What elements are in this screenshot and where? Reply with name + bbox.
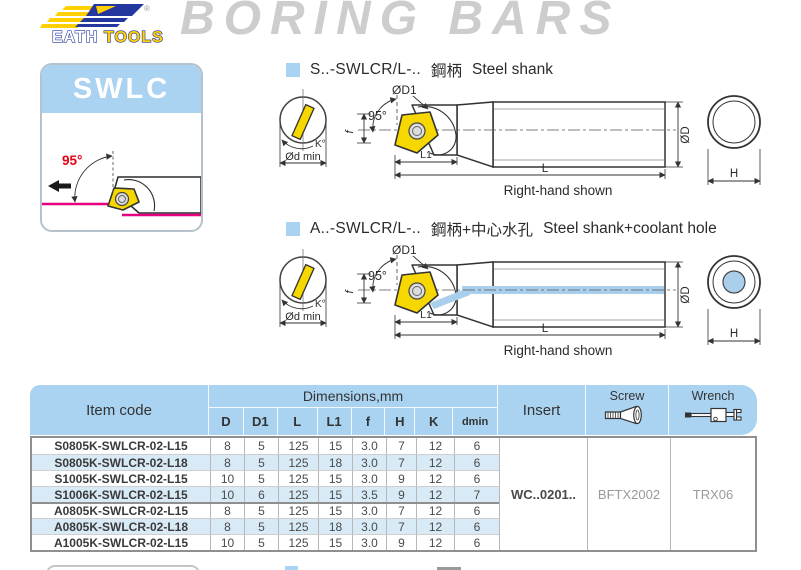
section-desc-en: Steel shank bbox=[472, 61, 554, 78]
col-screw: Screw bbox=[585, 385, 668, 435]
drawing-caption: Right-hand shown bbox=[504, 343, 613, 358]
label-l1: L1 bbox=[420, 309, 432, 321]
label-l: L bbox=[542, 323, 549, 335]
label-d: ØD bbox=[680, 286, 692, 303]
table-row: A0805K-SWLCR-02-L15 8 5 125 15 3.0 7 12 … bbox=[32, 502, 755, 518]
col-k: K bbox=[414, 408, 452, 435]
label-h: H bbox=[730, 328, 738, 340]
col-h: H bbox=[384, 408, 414, 435]
logo-text-tools: TOOLS bbox=[104, 29, 164, 46]
side-view-steel-shank: K° Ød min ØD1 95° f L1 L ØD bbox=[279, 83, 761, 198]
screw-value: BFTX2002 bbox=[587, 438, 670, 550]
swlc-card-title: SWLC bbox=[42, 65, 201, 113]
section-desc-en: Steel shank+coolant hole bbox=[543, 220, 717, 237]
page-title: BORING BARS bbox=[180, 0, 621, 45]
label-angle: 95° bbox=[368, 109, 387, 123]
next-section-bullet bbox=[285, 566, 298, 570]
lead-angle-diagram: 95° bbox=[42, 151, 201, 217]
label-d1: ØD1 bbox=[392, 243, 417, 257]
screw-icon bbox=[604, 405, 642, 425]
swlc-card: SWLC 95° bbox=[40, 63, 203, 232]
col-dimensions: Dimensions,mm D D1 L L1 f H K dmin bbox=[208, 385, 497, 435]
eath-tools-logo: ® EATH TOOLS bbox=[40, 4, 164, 46]
section-coolant: A..-SWLCR/L-.. 鋼柄+中心水孔 Steel shank+coola… bbox=[286, 218, 717, 240]
coolant-hole bbox=[722, 270, 746, 294]
table-row: S0805K-SWLCR-02-L15 8 5 125 15 3.0 7 12 … bbox=[32, 438, 755, 454]
label-d1: ØD1 bbox=[392, 83, 417, 97]
label-h: H bbox=[730, 168, 738, 180]
col-d1: D1 bbox=[242, 408, 277, 435]
insert-value: WC..0201.. bbox=[499, 438, 587, 550]
col-item-code: Item code bbox=[86, 401, 152, 419]
label-d: ØD bbox=[680, 126, 692, 143]
section-desc-cn: 鋼柄 bbox=[431, 63, 463, 80]
section-code: S..-SWLCR/L-.. bbox=[310, 61, 421, 78]
label-card-angle: 95° bbox=[62, 153, 82, 168]
table-row: S1005K-SWLCR-02-L15 10 5 125 15 3.0 9 12… bbox=[32, 470, 755, 486]
label-k: K° bbox=[315, 139, 326, 150]
drawing-caption: Right-hand shown bbox=[504, 183, 613, 198]
label-dmin: Ød min bbox=[285, 311, 320, 323]
feed-arrow-icon bbox=[48, 180, 71, 192]
col-f: f bbox=[350, 408, 385, 435]
col-insert: Insert bbox=[497, 385, 585, 435]
table-header: Item code Dimensions,mm D D1 L L1 f H K … bbox=[30, 385, 757, 435]
logo-text-eath: EATH bbox=[52, 29, 98, 46]
label-k: K° bbox=[315, 299, 326, 310]
section-desc-cn: 鋼柄+中心水孔 bbox=[431, 222, 534, 239]
table-body: S0805K-SWLCR-02-L15 8 5 125 15 3.0 7 12 … bbox=[30, 436, 757, 552]
section-bullet-icon bbox=[286, 63, 300, 77]
label-dmin: Ød min bbox=[285, 151, 320, 163]
section-steel-shank: S..-SWLCR/L-.. 鋼柄 Steel shank bbox=[286, 59, 553, 81]
col-l1: L1 bbox=[316, 408, 351, 435]
coolant-nozzle bbox=[430, 287, 470, 309]
dimension-letters: D D1 L L1 f H K dmin bbox=[209, 408, 497, 435]
label-angle: 95° bbox=[368, 269, 387, 283]
spec-table: Item code Dimensions,mm D D1 L L1 f H K … bbox=[30, 385, 757, 555]
label-l: L bbox=[542, 163, 549, 175]
col-dmin: dmin bbox=[452, 408, 497, 435]
wrench-value: TRX06 bbox=[670, 438, 755, 550]
col-l: L bbox=[276, 408, 317, 435]
swlc-card-diagram: 95° bbox=[42, 113, 201, 230]
col-wrench: Wrench bbox=[668, 385, 757, 435]
side-view-coolant: K° Ød min ØD1 95° f L1 L bbox=[279, 243, 761, 358]
label-l1: L1 bbox=[420, 149, 432, 161]
label-f: f bbox=[344, 130, 356, 134]
section-bullet-icon bbox=[286, 222, 300, 236]
section-code: A..-SWLCR/L-.. bbox=[310, 220, 421, 237]
next-card-partial bbox=[46, 565, 200, 570]
table-row: A1005K-SWLCR-02-L15 10 5 125 15 3.0 9 12… bbox=[32, 534, 755, 550]
col-d: D bbox=[221, 414, 231, 429]
label-f: f bbox=[344, 290, 356, 294]
dimensions-title: Dimensions,mm bbox=[209, 385, 497, 408]
registered-mark: ® bbox=[144, 4, 150, 13]
wrench-icon bbox=[685, 407, 742, 423]
next-section-text-partial bbox=[437, 567, 461, 570]
